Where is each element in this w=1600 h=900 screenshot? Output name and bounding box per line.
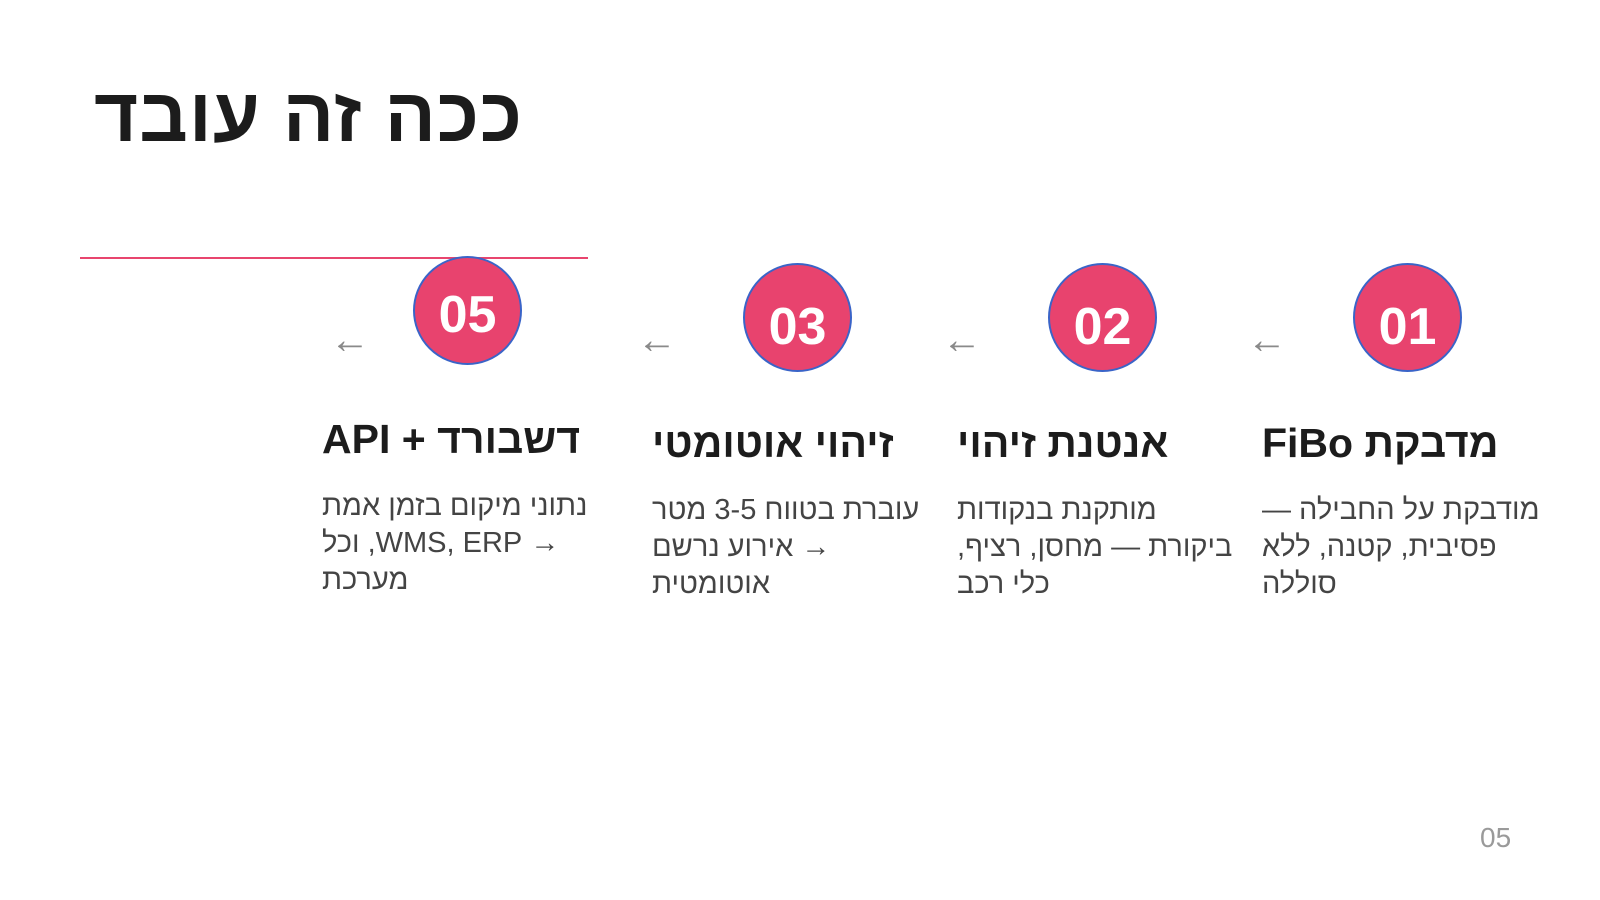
step-title: אנטנת זיהוי <box>957 420 1169 466</box>
arrow-left-icon: ← <box>330 318 370 362</box>
page-number: 05 <box>1480 822 1512 853</box>
step-description: נתוני מיקום בזמן אמת → WMS, ERP, וכל מער… <box>322 490 588 596</box>
step-title: דשבורד + API <box>322 416 581 462</box>
step-title: מדבקת FiBo <box>1262 420 1499 466</box>
step-description: מותקנת בנקודות ביקורת — מחסן, רציף, כלי … <box>957 494 1233 600</box>
step-number-badge: 01 <box>1353 263 1462 372</box>
arrow-left-icon: ← <box>637 318 677 362</box>
arrow-left-icon: ← <box>942 318 982 362</box>
step-title: זיהוי אוטומטי <box>652 420 894 466</box>
step-number-badge: 03 <box>743 263 852 372</box>
step-number-badge: 02 <box>1048 263 1157 372</box>
page-title: ככה זה עובד <box>94 73 524 158</box>
step-number-badge: 05 <box>413 256 522 365</box>
step-description: עוברת בטווח 3-5 מטר → אירוע נרשם אוטומטי… <box>652 494 920 600</box>
arrow-left-icon: ← <box>1247 318 1287 362</box>
step-description: מודבקת על החבילה — פסיבית, קטנה, ללא סול… <box>1262 494 1540 600</box>
accent-divider <box>80 257 588 259</box>
